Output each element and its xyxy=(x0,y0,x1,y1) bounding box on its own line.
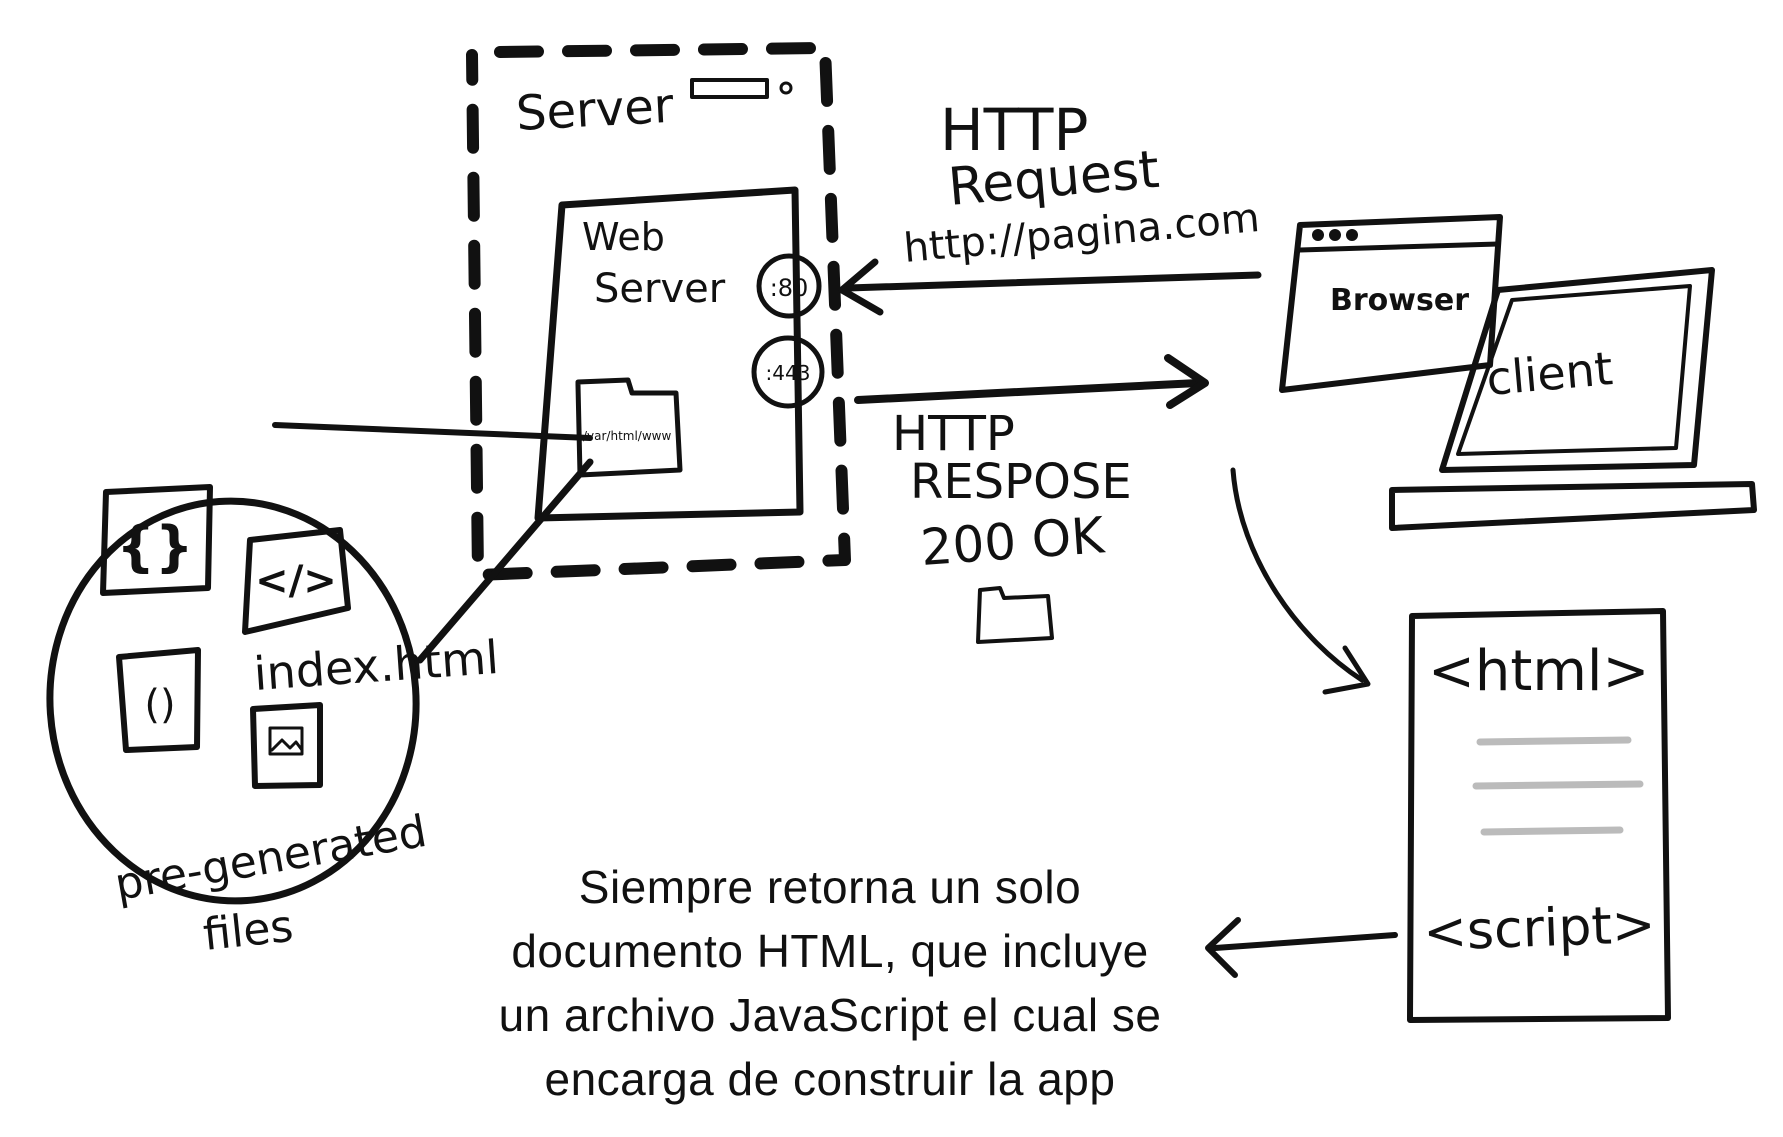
summary-line-1: Siempre retorna un solo xyxy=(578,861,1082,913)
port-443: :443 xyxy=(751,335,825,409)
js-file-icon: () xyxy=(116,647,201,753)
browser-dot-icon xyxy=(1312,229,1324,241)
response-label-line1: HTTP xyxy=(892,406,1015,462)
response-folder-icon xyxy=(976,586,1054,644)
port-80: :80 xyxy=(756,253,822,319)
document-line xyxy=(1472,780,1644,790)
files-circle xyxy=(46,497,420,905)
server-slot-icon xyxy=(690,78,769,99)
web-root-folder-path: /var/html/www xyxy=(583,429,671,443)
server-box: Server xyxy=(466,42,851,581)
document-to-caption-arrow xyxy=(1205,917,1398,978)
response-status: 200 OK xyxy=(919,506,1107,577)
laptop-icon xyxy=(1389,267,1757,531)
web-server-label-line2: Server xyxy=(594,266,726,312)
client-to-document-arrow xyxy=(1230,467,1371,695)
summary-line-2: documento HTML, que incluye xyxy=(511,925,1149,977)
html-file-icon: </> xyxy=(242,527,351,635)
response-label-line2: RESPOSE xyxy=(910,454,1132,510)
files-caption-line2: files xyxy=(201,901,296,961)
document-script-tag: <script> xyxy=(1422,895,1656,963)
image-file-icon xyxy=(250,702,323,789)
html-file-glyph: </> xyxy=(255,558,337,604)
server-label: Server xyxy=(515,78,675,142)
http-request: HTTP Request http://pagina.com xyxy=(838,96,1262,316)
web-root-folder-icon: /var/html/www xyxy=(575,377,683,478)
browser-dot-icon xyxy=(1329,229,1341,241)
server-power-icon xyxy=(779,81,793,95)
summary-caption: Siempre retorna un solo documento HTML, … xyxy=(380,855,1280,1111)
js-file-glyph: () xyxy=(144,682,175,728)
client-group: client Browser xyxy=(1279,214,1757,531)
response-arrow xyxy=(854,379,1202,404)
http-response: HTTP RESPOSE 200 OK xyxy=(854,354,1209,644)
summary-line-3: un archivo JavaScript el cual se xyxy=(498,989,1162,1041)
port-80-label: :80 xyxy=(770,274,809,302)
document-line xyxy=(1476,736,1632,746)
browser-dot-icon xyxy=(1346,229,1358,241)
html-document: <html> <script> xyxy=(1407,608,1671,1023)
web-server-label-line1: Web xyxy=(582,215,665,259)
web-server-box: Web Server :80 :443 /var/html/www xyxy=(534,186,825,522)
port-443-label: :443 xyxy=(766,361,811,385)
request-arrow xyxy=(844,271,1262,292)
browser-label: Browser xyxy=(1330,283,1469,318)
document-html-tag: <html> xyxy=(1428,639,1649,704)
request-label-line1: HTTP xyxy=(940,96,1088,164)
summary-line-4: encarga de construir la app xyxy=(544,1053,1116,1105)
browser-window: Browser xyxy=(1279,214,1503,393)
document-line xyxy=(1480,826,1624,836)
index-file-label: index.html xyxy=(252,630,500,701)
json-file-icon: {} xyxy=(100,484,213,596)
json-file-glyph: {} xyxy=(117,515,194,578)
client-label: client xyxy=(1484,341,1615,406)
